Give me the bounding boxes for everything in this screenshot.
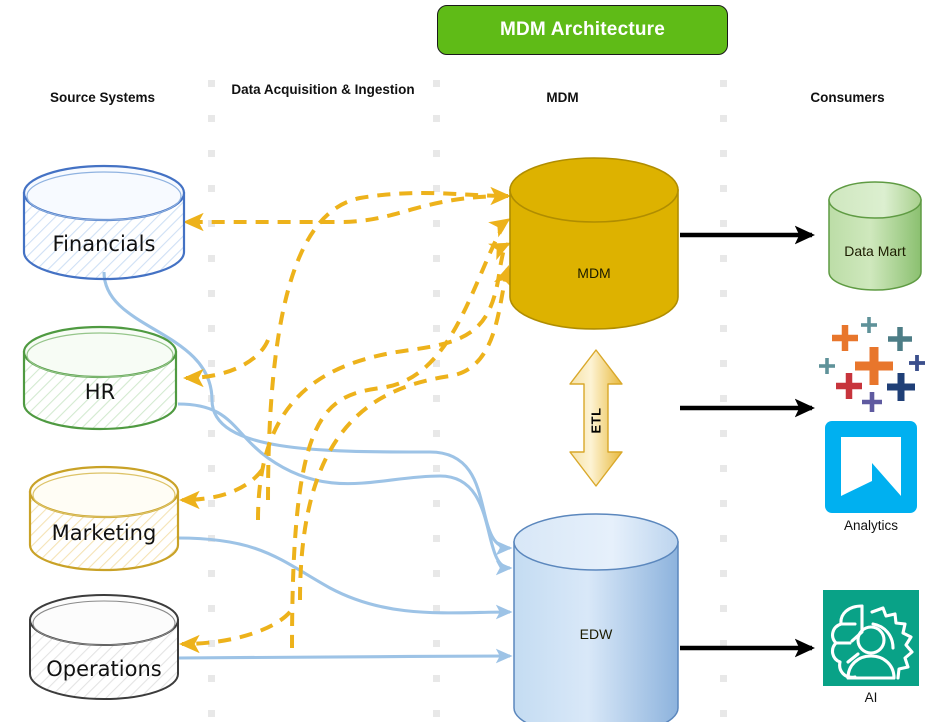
mdm-cylinder[interactable] (509, 157, 679, 330)
edw-cylinder[interactable] (513, 513, 679, 722)
diagram-title-banner: MDM Architecture (437, 5, 728, 55)
analytics-caption: Analytics (843, 518, 899, 533)
source-cylinder-hr[interactable] (22, 325, 178, 431)
edw-ingestion-flows (102, 271, 513, 664)
column-divider-3 (720, 80, 727, 717)
source-cylinder-financials[interactable] (22, 164, 186, 281)
column-header-data-acquisition: Data Acquisition & Ingestion (231, 82, 415, 97)
consumer-output-flows (680, 225, 816, 658)
tableau-icon (819, 317, 925, 412)
column-divider-2 (433, 80, 440, 717)
etl-label: ETL (588, 407, 604, 434)
ai-caption: AI (864, 690, 878, 705)
analytics-tile-icon (825, 421, 917, 513)
etl-arrow (569, 349, 623, 487)
consumer-cylinder-datamart[interactable] (828, 181, 922, 291)
mdm-sync-flows (178, 186, 512, 654)
source-cylinder-marketing[interactable] (28, 465, 180, 572)
column-header-mdm: MDM (546, 90, 579, 105)
source-cylinder-operations[interactable] (29, 594, 179, 700)
ai-tile-icon (823, 590, 919, 686)
column-header-source-systems: Source Systems (49, 90, 156, 105)
column-header-consumers: Consumers (810, 90, 885, 105)
diagram-title-text: MDM Architecture (499, 19, 666, 40)
